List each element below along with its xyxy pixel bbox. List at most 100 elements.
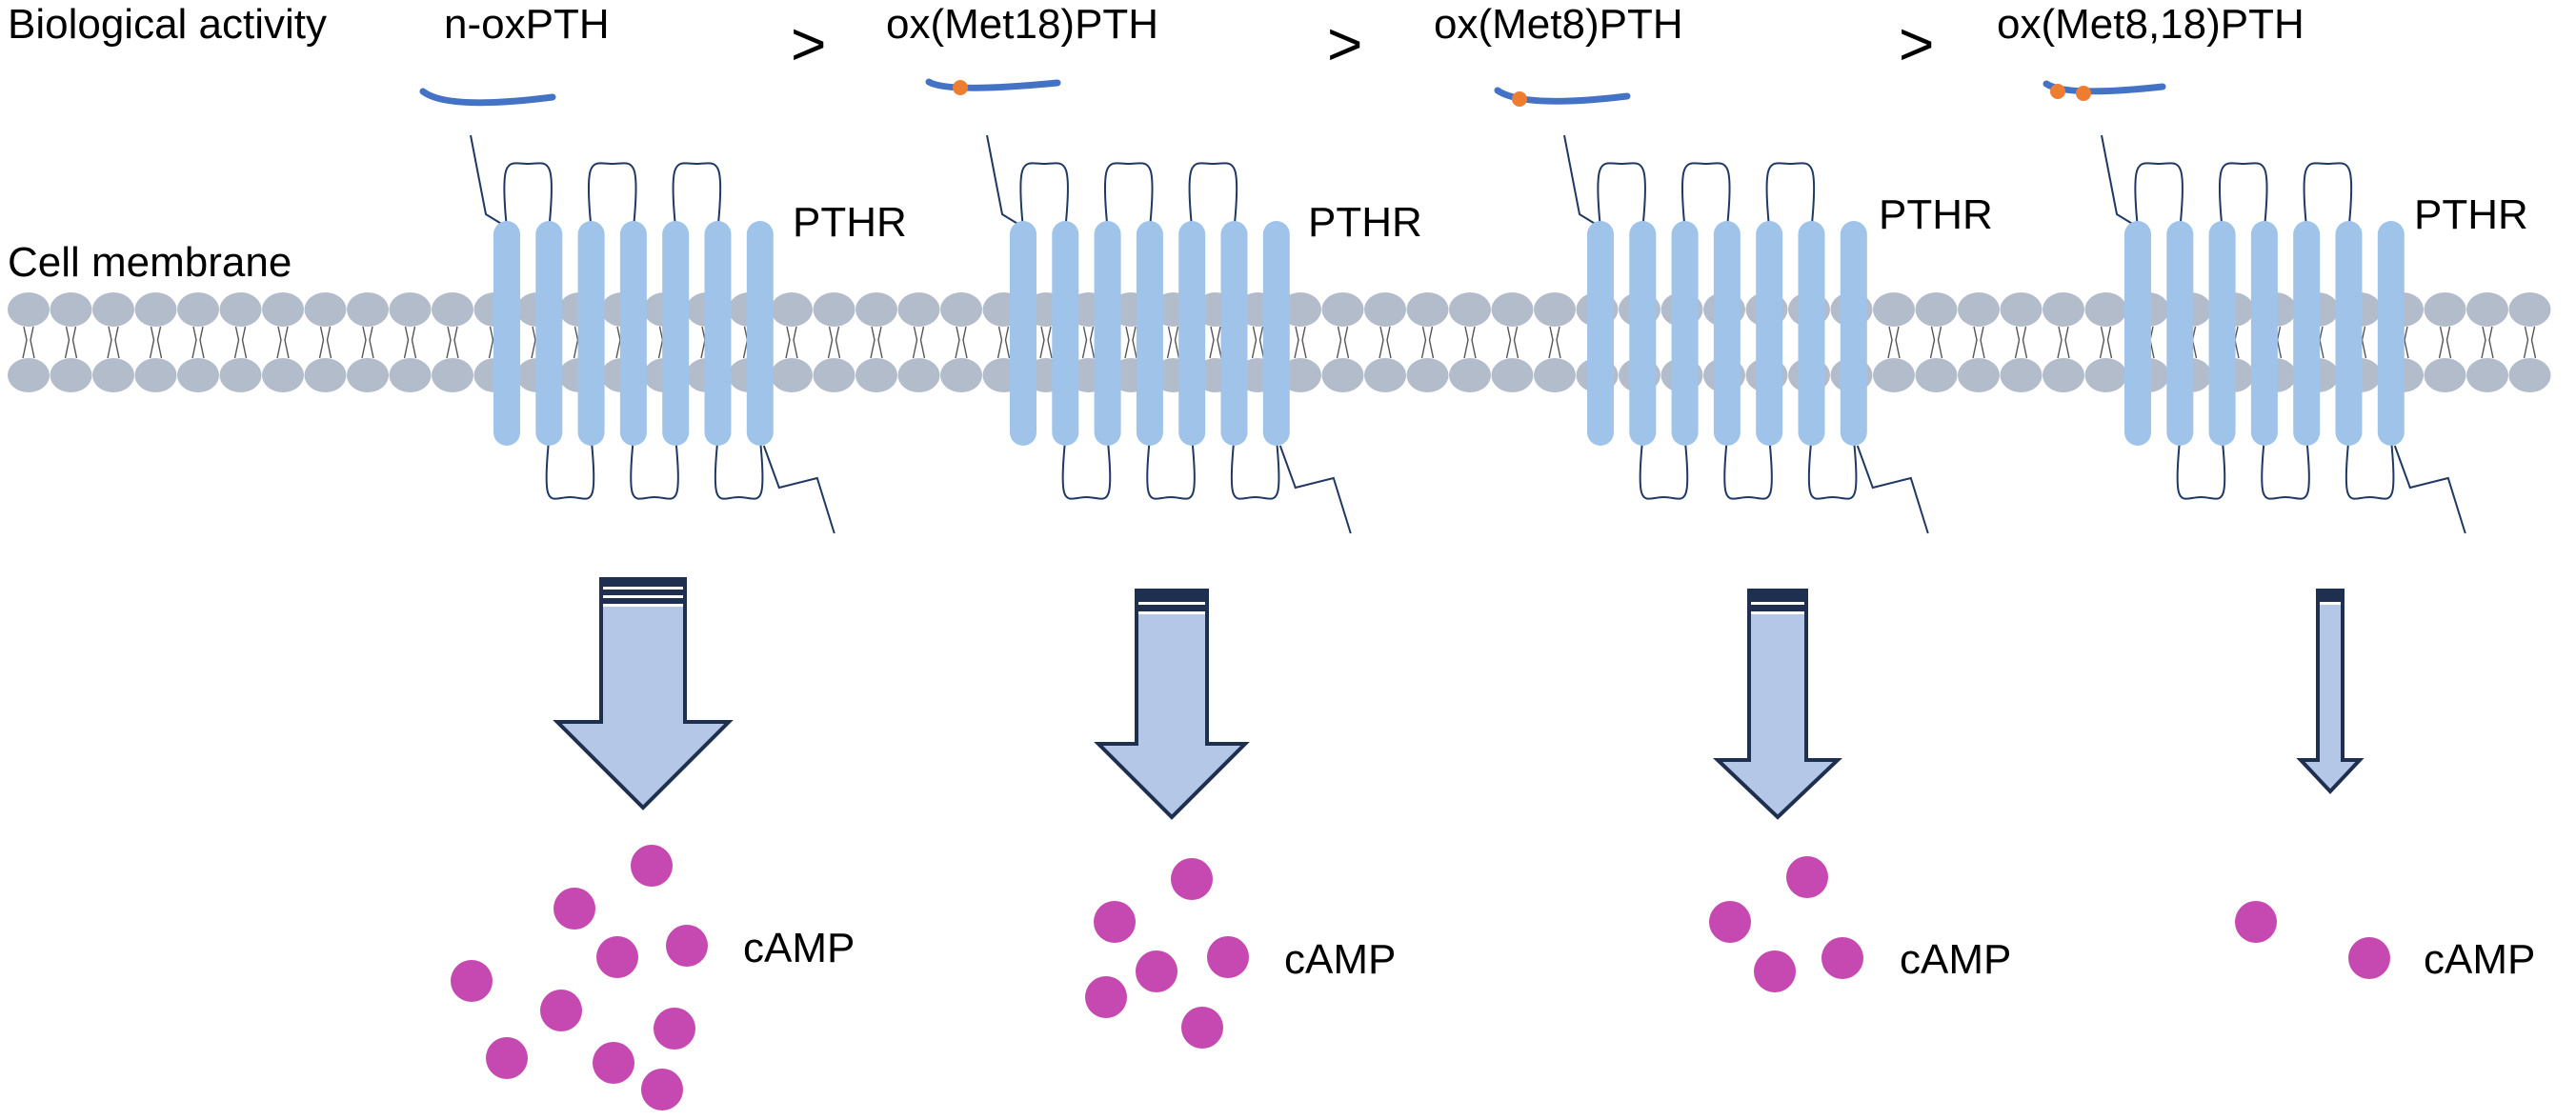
lipid-head-lower <box>771 358 813 392</box>
lipid-head-lower <box>304 358 347 392</box>
lipid-head-upper <box>1958 292 2000 327</box>
camp-molecule <box>1786 856 1828 898</box>
camp-molecule <box>593 1042 634 1084</box>
camp-label-4: cAMP <box>2424 936 2535 983</box>
lipid-head-lower <box>1873 358 1915 392</box>
lipid-head-lower <box>432 358 473 392</box>
receptor-label-4: PTHR <box>2414 191 2528 238</box>
transmembrane-helix <box>1178 221 1206 446</box>
camp-molecule <box>1821 937 1863 979</box>
receptor-loops <box>1563 134 1929 534</box>
camp-molecule <box>1136 950 1177 992</box>
transmembrane-helix <box>1220 221 1248 446</box>
lipid-head-lower <box>262 358 304 392</box>
peptide-1 <box>419 88 556 107</box>
transmembrane-helix <box>746 221 774 446</box>
lipid-head-lower <box>1321 358 1364 392</box>
lipid-head-lower <box>1491 358 1534 392</box>
lipid-head-upper <box>2508 292 2551 327</box>
transmembrane-helix <box>1094 221 1121 446</box>
lipid-head-upper <box>304 292 347 327</box>
peptide-chain <box>925 78 1061 91</box>
arrow-cap <box>601 579 685 606</box>
lipid-head-upper <box>2043 292 2084 327</box>
greater-than-1: > <box>791 10 826 78</box>
receptor-label-3: PTHR <box>1879 191 1993 238</box>
lipid-head-upper <box>1406 292 1449 327</box>
lipid-head-lower <box>389 358 432 392</box>
lipid-head-upper <box>262 292 304 327</box>
camp-molecule <box>1709 901 1751 943</box>
camp-molecule <box>1207 936 1249 978</box>
lipid-head-lower <box>1364 358 1406 392</box>
receptor-loops <box>2101 134 2466 534</box>
arrow-body <box>1094 589 1250 820</box>
signal-arrow-2 <box>1094 589 1250 820</box>
lipid-head-upper <box>1364 292 1406 327</box>
pthr-receptor-2 <box>986 134 1352 534</box>
camp-label-3: cAMP <box>1900 936 2011 983</box>
signal-arrow-4 <box>2296 589 2365 794</box>
transmembrane-helix <box>1136 221 1163 446</box>
cell-membrane-label: Cell membrane <box>8 239 292 286</box>
camp-molecule <box>1094 901 1136 943</box>
camp-molecule <box>540 990 582 1031</box>
transmembrane-helix <box>1756 221 1783 446</box>
arrow-cap-line <box>2320 602 2341 605</box>
receptor-loops <box>986 134 1352 534</box>
camp-molecules <box>451 845 2390 1110</box>
peptide-3 <box>1494 87 1631 107</box>
camp-molecule <box>654 1008 695 1050</box>
transmembrane-helix <box>1840 221 1867 446</box>
lipid-head-lower <box>1279 358 1321 392</box>
camp-label-2: cAMP <box>1284 936 1396 983</box>
oxidation-site-dot <box>1512 91 1527 107</box>
lipid-head-lower <box>897 358 940 392</box>
camp-group-4 <box>2235 901 2390 979</box>
camp-molecule <box>1754 950 1796 992</box>
transmembrane-helix <box>1671 221 1699 446</box>
lipid-head-upper <box>134 292 177 327</box>
pthr-receptor-3 <box>1563 134 1929 534</box>
greater-than-3: > <box>1899 10 1934 78</box>
camp-molecule <box>1171 858 1213 900</box>
peptide-name-1: n-oxPTH <box>444 1 610 48</box>
pthr-receptor-1 <box>470 134 835 534</box>
arrow-body <box>2296 589 2365 794</box>
transmembrane-helix <box>704 221 732 446</box>
lipid-head-lower <box>177 358 219 392</box>
transmembrane-helix <box>2377 221 2405 446</box>
arrow-cap-line <box>1751 611 1804 614</box>
transmembrane-helix <box>2335 221 2363 446</box>
signal-arrow-3 <box>1713 589 1842 820</box>
lipid-head-lower <box>50 358 92 392</box>
camp-label-1: cAMP <box>743 925 855 971</box>
lipid-head-upper <box>432 292 473 327</box>
lipid-head-upper <box>940 292 982 327</box>
camp-molecule <box>2235 901 2277 943</box>
lipid-head-upper <box>50 292 92 327</box>
camp-molecule <box>1085 976 1127 1018</box>
transmembrane-helix <box>662 221 690 446</box>
camp-molecule <box>596 936 638 978</box>
transmembrane-helix <box>2166 221 2194 446</box>
lipid-head-lower <box>219 358 262 392</box>
lipid-head-lower <box>1534 358 1576 392</box>
camp-molecule <box>641 1069 683 1110</box>
peptide-chain <box>419 88 556 107</box>
arrow-body <box>1713 589 1842 820</box>
arrow-cap-line <box>1138 611 1205 614</box>
oxidation-site-dot <box>2050 84 2065 99</box>
peptide-2 <box>925 78 1061 95</box>
lipid-head-lower <box>1406 358 1449 392</box>
peptide-name-2: ox(Met18)PTH <box>886 1 1158 48</box>
camp-molecule <box>1181 1007 1223 1049</box>
lipid-head-upper <box>1449 292 1491 327</box>
greater-than-2: > <box>1327 10 1362 78</box>
lipid-head-lower <box>1915 358 1958 392</box>
camp-molecule <box>451 960 493 1002</box>
lipid-head-lower <box>2084 358 2127 392</box>
transmembrane-helix <box>1052 221 1079 446</box>
lipid-head-upper <box>2466 292 2508 327</box>
transmembrane-helix <box>1262 221 1290 446</box>
